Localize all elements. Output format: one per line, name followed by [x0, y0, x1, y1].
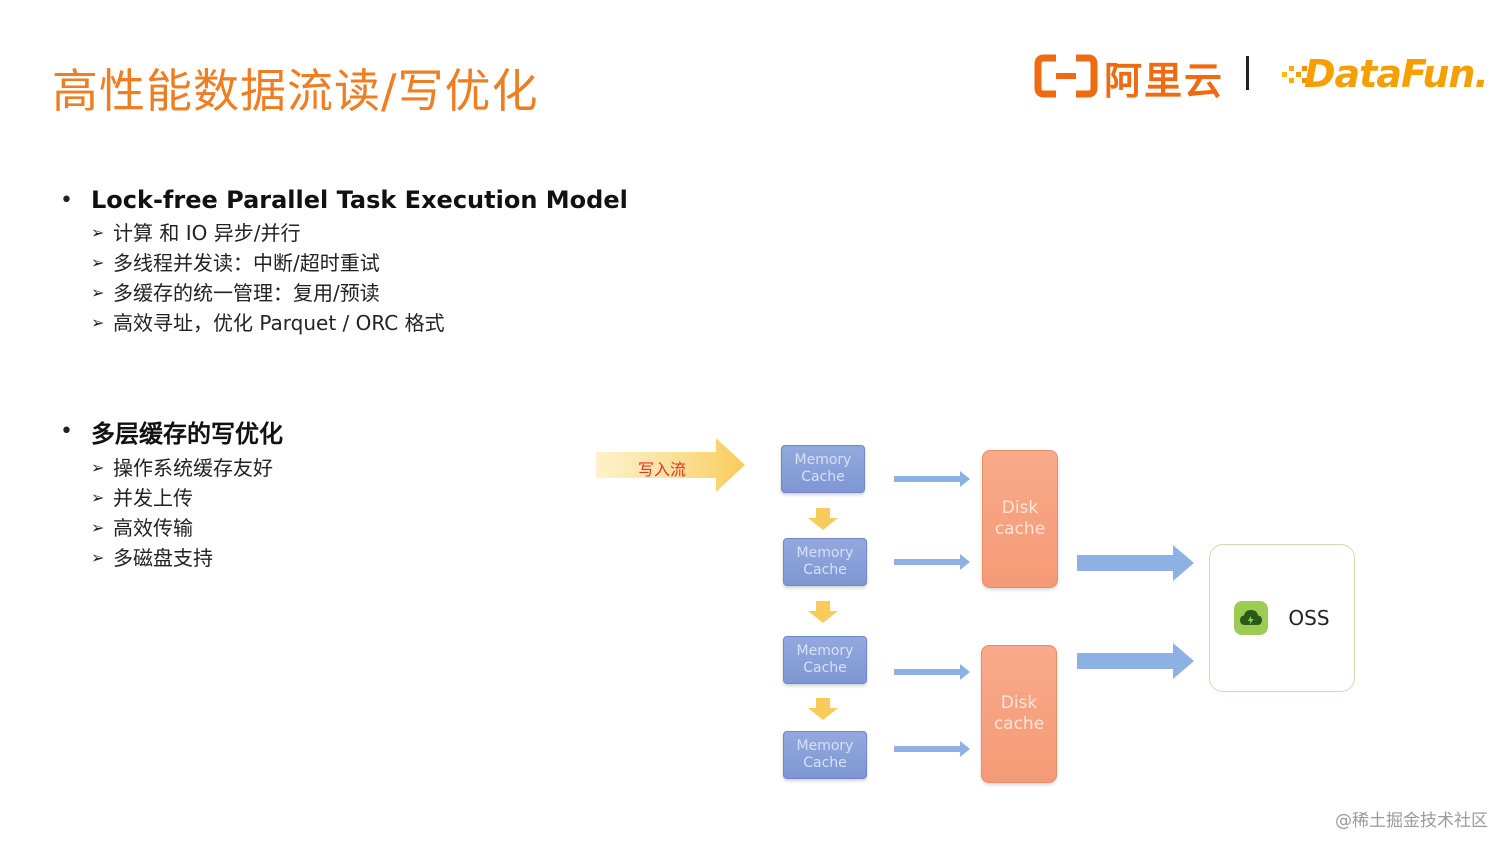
bullet-dot: •: [60, 419, 73, 444]
list-item: ➢计算 和 IO 异步/并行: [91, 218, 628, 248]
arrow-bullet-icon: ➢: [91, 223, 105, 242]
section-heading: Lock-free Parallel Task Execution Model: [91, 186, 628, 214]
datafun-logo-text: DataFun.: [1304, 52, 1489, 96]
right-arrow-icon: [1077, 643, 1194, 679]
section-heading: 多层缓存的写优化: [91, 420, 283, 448]
logo-bar: 阿里云 DataFun.: [1034, 50, 1489, 103]
right-arrow-icon: [894, 554, 970, 570]
disk-cache-node: Disk cache: [981, 645, 1057, 783]
oss-node: OSS: [1209, 544, 1355, 692]
memory-cache-node: Memory Cache: [783, 636, 867, 684]
arrow-bullet-icon: ➢: [91, 313, 105, 332]
oss-cloud-icon: [1234, 601, 1269, 635]
arrow-bullet-icon: ➢: [91, 518, 105, 537]
section-write-opt: • 多层缓存的写优化 ➢操作系统缓存友好 ➢并发上传 ➢高效传输 ➢多磁盘支持: [60, 414, 283, 573]
right-arrow-icon: [1077, 545, 1194, 581]
list-item: ➢高效传输: [91, 513, 283, 543]
memory-cache-node: Memory Cache: [783, 538, 867, 586]
write-stream-arrow: [596, 438, 745, 492]
list-item: ➢并发上传: [91, 483, 283, 513]
write-stream-label: 写入流: [638, 460, 687, 479]
arrow-bullet-icon: ➢: [91, 253, 105, 272]
memory-cache-node: Memory Cache: [781, 445, 865, 493]
list-item: ➢多磁盘支持: [91, 543, 283, 573]
bullet-dot: •: [60, 187, 73, 213]
arrow-bullet-icon: ➢: [91, 548, 105, 567]
right-arrow-icon: [894, 741, 970, 757]
list-item: ➢操作系统缓存友好: [91, 453, 283, 483]
sub-list: ➢计算 和 IO 异步/并行 ➢多线程并发读：中断/超时重试 ➢多缓存的统一管理…: [91, 218, 628, 338]
section-lockfree: • Lock-free Parallel Task Execution Mode…: [60, 186, 628, 338]
slide-title: 高性能数据流读/写优化: [52, 64, 539, 118]
arrow-bullet-icon: ➢: [91, 488, 105, 507]
aliyun-logo-text: 阿里云: [1104, 59, 1225, 103]
aliyun-logo-icon: [1034, 54, 1098, 98]
list-item: ➢高效寻址，优化 Parquet / ORC 格式: [91, 308, 628, 338]
datafun-dots-icon: [1282, 66, 1307, 83]
down-arrow-icon: [808, 698, 838, 720]
down-arrow-icon: [808, 508, 838, 530]
disk-cache-node: Disk cache: [982, 450, 1058, 588]
list-item: ➢多缓存的统一管理：复用/预读: [91, 278, 628, 308]
right-arrow-icon: [894, 664, 970, 680]
arrow-bullet-icon: ➢: [91, 283, 105, 302]
memory-cache-node: Memory Cache: [783, 731, 867, 779]
sub-list: ➢操作系统缓存友好 ➢并发上传 ➢高效传输 ➢多磁盘支持: [91, 453, 283, 573]
watermark: @稀土掘金技术社区: [1335, 811, 1488, 831]
list-item: ➢多线程并发读：中断/超时重试: [91, 248, 628, 278]
arrow-bullet-icon: ➢: [91, 458, 105, 477]
logo-divider: [1246, 56, 1249, 90]
right-arrow-icon: [894, 471, 970, 487]
oss-label: OSS: [1288, 606, 1330, 630]
down-arrow-icon: [808, 601, 838, 623]
